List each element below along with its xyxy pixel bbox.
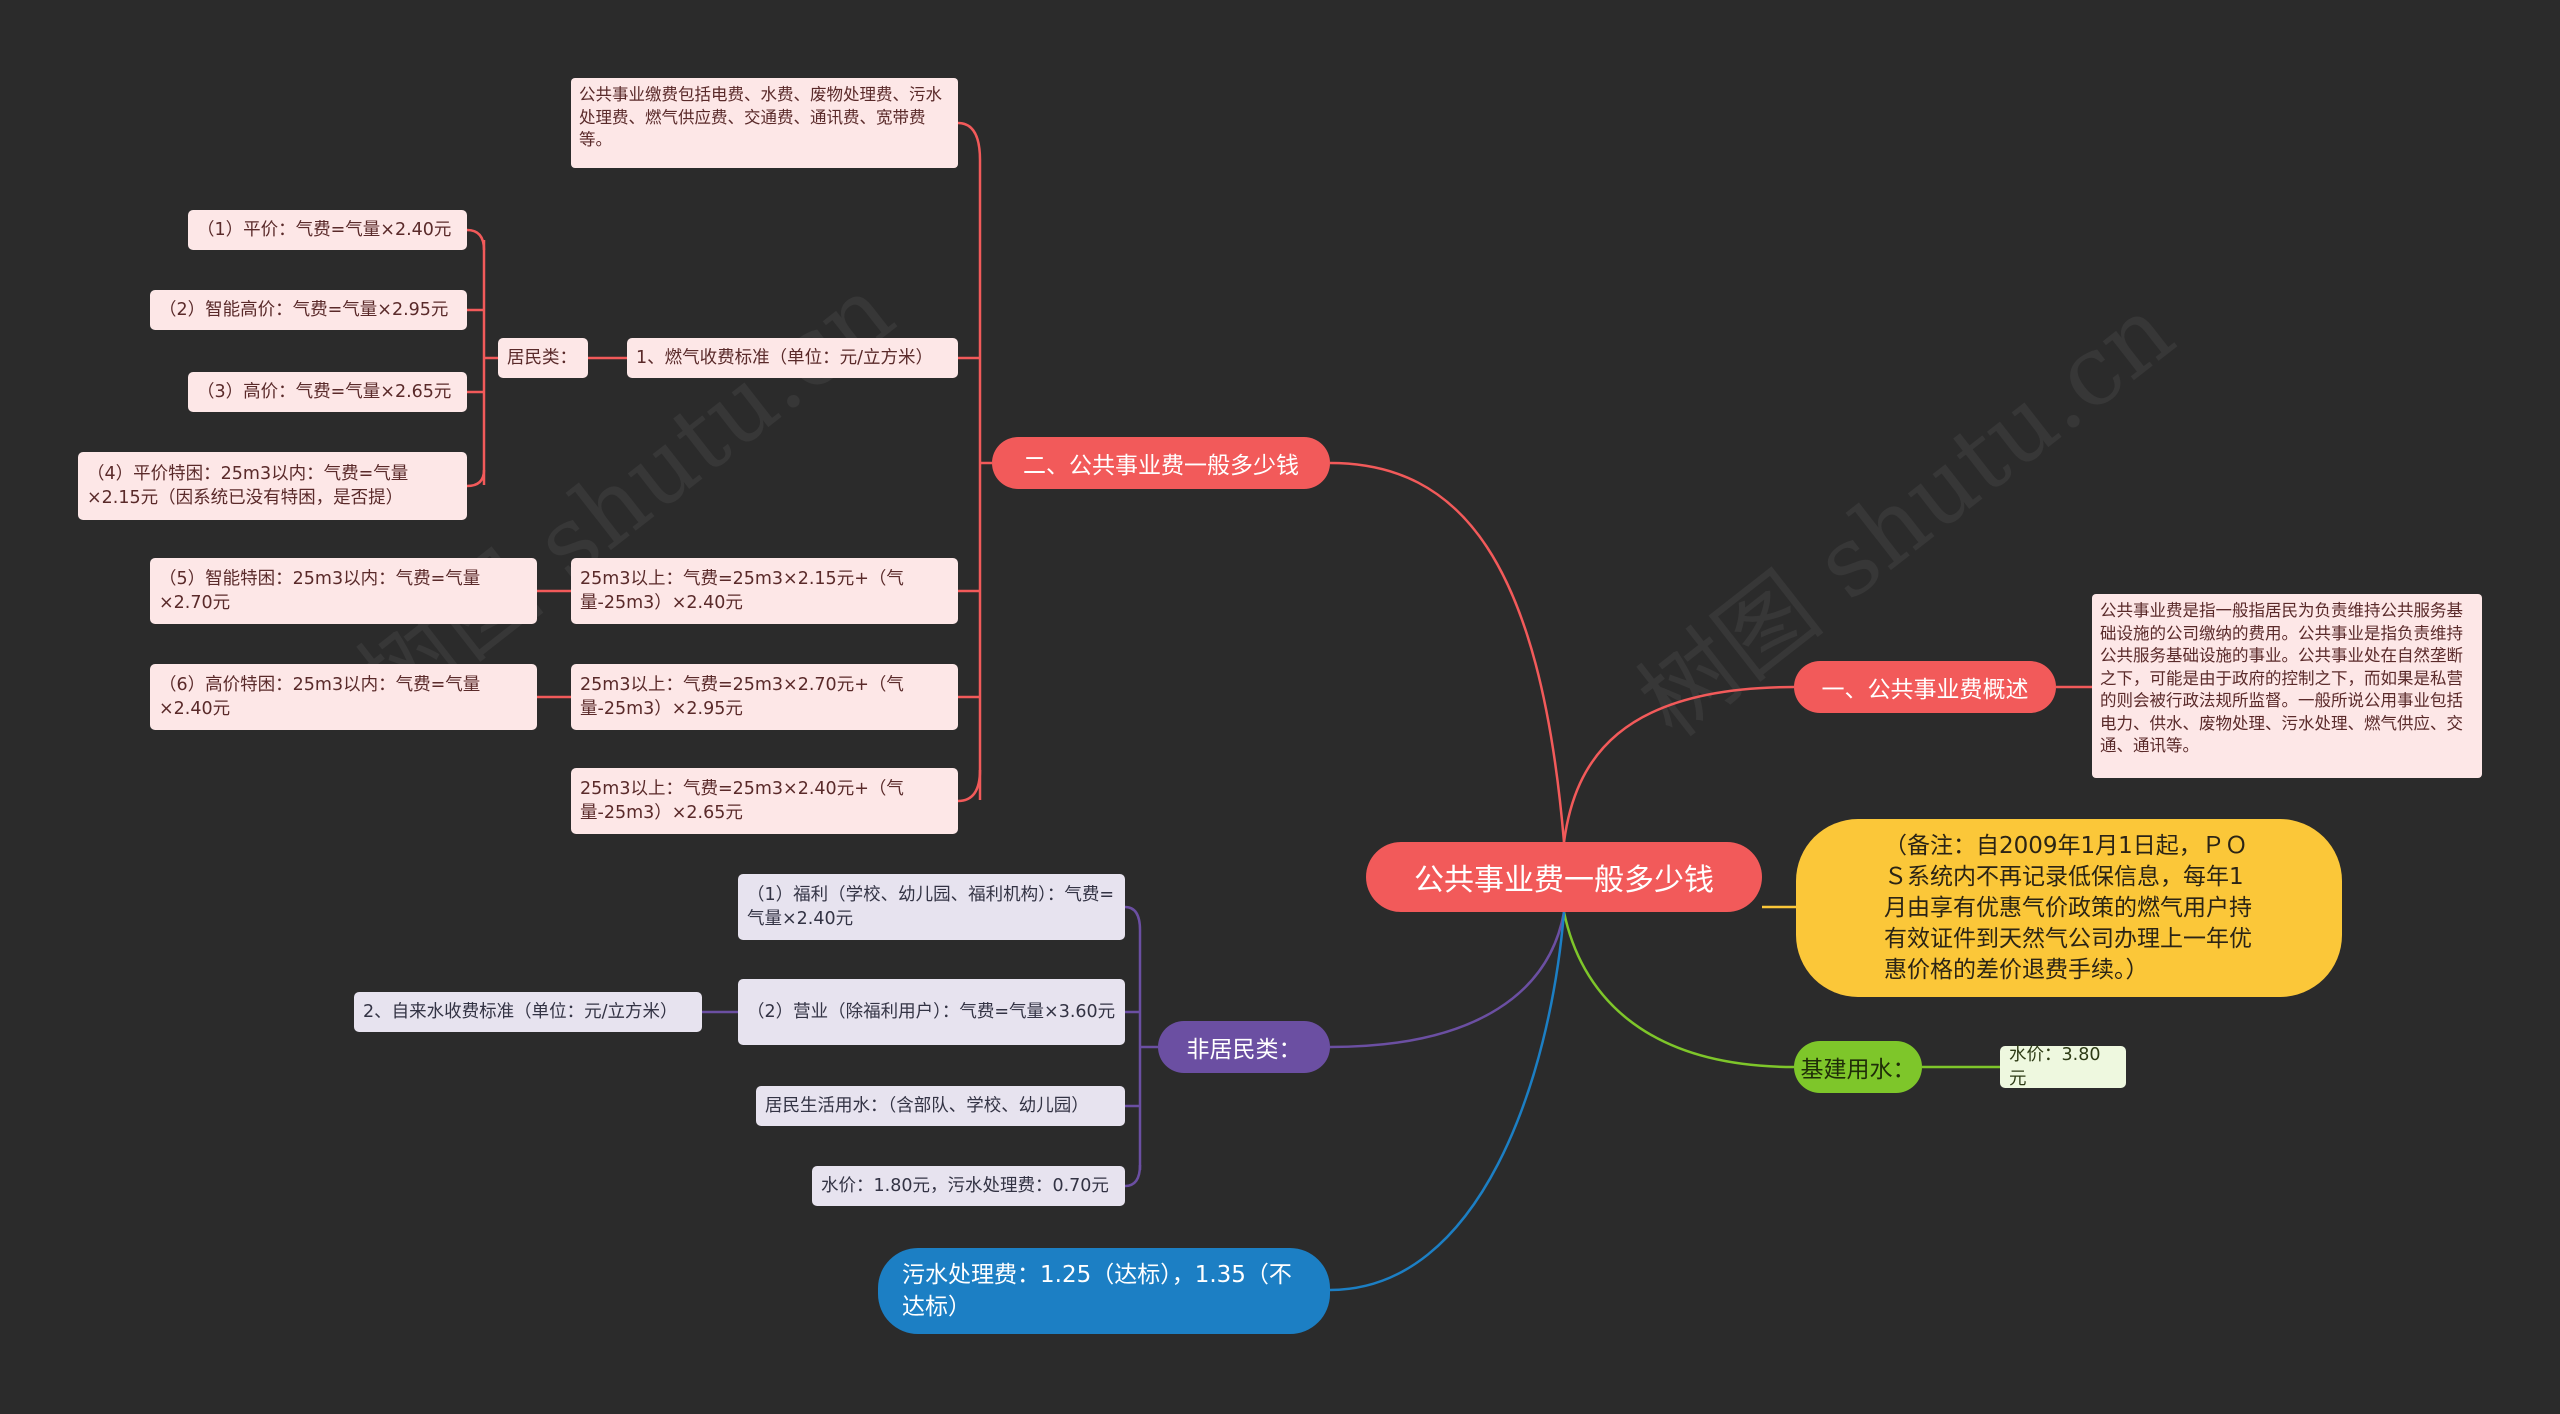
- gas-standard-text: 1、燃气收费标准（单位：元/立方米）: [636, 348, 934, 368]
- special-item-5-text: （5）智能特困：25m3以内：气费=气量×2.70元: [159, 569, 481, 613]
- water-standard: 2、自来水收费标准（单位：元/立方米）: [354, 992, 702, 1032]
- branch-how-much[interactable]: 二、公共事业费一般多少钱: [992, 437, 1330, 489]
- over-item-3-text: 25m3以上：气费=25m3×2.40元+（气量-25m3）×2.65元: [580, 779, 904, 823]
- link-root-construction: [1562, 911, 1795, 1069]
- water-standard-text: 2、自来水收费标准（单位：元/立方米）: [363, 1002, 678, 1022]
- link-root-overview: [1562, 685, 1795, 843]
- over-item-2: 25m3以上：气费=25m3×2.70元+（气量-25m3）×2.95元: [571, 664, 958, 730]
- how-much-intro: 公共事业缴费包括电费、水费、废物处理费、污水处理费、燃气供应费、交通费、通讯费、…: [571, 78, 958, 168]
- resident-item-3: （3）高价：气费=气量×2.65元: [188, 372, 467, 412]
- resident-item-2-text: （2）智能高价：气费=气量×2.95元: [159, 300, 449, 320]
- resident-label-text: 居民类：: [507, 348, 577, 368]
- gas-standard: 1、燃气收费标准（单位：元/立方米）: [627, 338, 958, 378]
- resident-item-4-text: （4）平价特困：25m3以内：气费=气量×2.15元（因系统已没有特困，是否提）: [87, 464, 409, 508]
- special-item-5: （5）智能特困：25m3以内：气费=气量×2.70元: [150, 558, 537, 624]
- construction-water-price-text: 水价：3.80元: [2009, 1045, 2101, 1089]
- nonresident-item-business: （2）营业（除福利用户）：气费=气量×3.60元: [738, 979, 1125, 1045]
- nonresident-item-resident-water-text: 居民生活用水：（含部队、学校、幼儿园）: [765, 1096, 1089, 1116]
- overview-note: 公共事业费是指一般指居民为负责维持公共服务基础设施的公司缴纳的费用。公共事业是指…: [2092, 594, 2482, 778]
- resident-item-1-text: （1）平价：气费=气量×2.40元: [197, 220, 452, 240]
- resident-item-2: （2）智能高价：气费=气量×2.95元: [150, 290, 467, 330]
- nonresident-item-welfare-text: （1）福利（学校、幼儿园、福利机构）：气费=气量×2.40元: [747, 885, 1115, 929]
- special-item-6-text: （6）高价特困：25m3以内：气费=气量×2.40元: [159, 675, 481, 719]
- nonresident-item-business-text: （2）营业（除福利用户）：气费=气量×3.60元: [747, 1002, 1116, 1022]
- over-item-3: 25m3以上：气费=25m3×2.40元+（气量-25m3）×2.65元: [571, 768, 958, 834]
- resident-item-4: （4）平价特困：25m3以内：气费=气量×2.15元（因系统已没有特困，是否提）: [78, 452, 467, 520]
- over-item-1: 25m3以上：气费=25m3×2.15元+（气量-25m3）×2.40元: [571, 558, 958, 624]
- link-root-howmuch: [1329, 461, 1566, 843]
- resident-label: 居民类：: [498, 338, 588, 378]
- over-item-1-text: 25m3以上：气费=25m3×2.15元+（气量-25m3）×2.40元: [580, 569, 904, 613]
- nonresident-item-water-price: 水价：1.80元，污水处理费：0.70元: [812, 1166, 1125, 1206]
- nonresident-item-water-price-text: 水价：1.80元，污水处理费：0.70元: [821, 1176, 1109, 1196]
- branch-construction-water[interactable]: 基建用水：: [1794, 1041, 1922, 1093]
- resident-item-1: （1）平价：气费=气量×2.40元: [188, 210, 467, 250]
- resident-item-3-text: （3）高价：气费=气量×2.65元: [197, 382, 452, 402]
- root-topic[interactable]: 公共事业费一般多少钱: [1366, 842, 1762, 912]
- over-item-2-text: 25m3以上：气费=25m3×2.70元+（气量-25m3）×2.95元: [580, 675, 904, 719]
- special-item-6: （6）高价特困：25m3以内：气费=气量×2.40元: [150, 664, 537, 730]
- branch-note[interactable]: （备注：自2009年1月1日起，ＰＯＳ系统内不再记录低保信息，每年1月由享有优惠…: [1796, 819, 2342, 997]
- branch-sewage-fee[interactable]: 污水处理费：1.25（达标），1.35（不达标）: [878, 1248, 1330, 1334]
- nonresident-item-resident-water: 居民生活用水：（含部队、学校、幼儿园）: [756, 1086, 1125, 1126]
- nonresident-item-welfare: （1）福利（学校、幼儿园、福利机构）：气费=气量×2.40元: [738, 874, 1125, 940]
- construction-water-price: 水价：3.80元: [2000, 1045, 2126, 1089]
- branch-nonresident[interactable]: 非居民类：: [1158, 1021, 1330, 1073]
- link-root-nonresident: [1329, 911, 1566, 1049]
- link-root-sewage: [1329, 911, 1566, 1292]
- branch-overview[interactable]: 一、公共事业费概述: [1794, 661, 2056, 713]
